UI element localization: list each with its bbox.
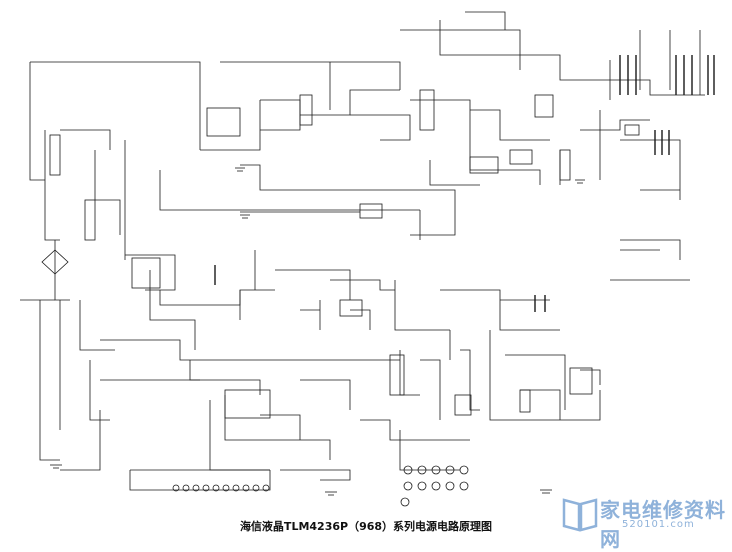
dense-component-clusters (214, 55, 715, 312)
connector-pins (172, 465, 469, 507)
book-logo-icon (562, 498, 598, 532)
components (41, 89, 640, 419)
power-supply-schematic (20, 11, 715, 507)
figure-caption: 海信液晶TLM4236P（968）系列电源电路原理图 (239, 520, 493, 533)
ground-symbols (50, 167, 585, 496)
wiring (20, 11, 705, 491)
watermark-url: 520101.com (622, 519, 695, 530)
